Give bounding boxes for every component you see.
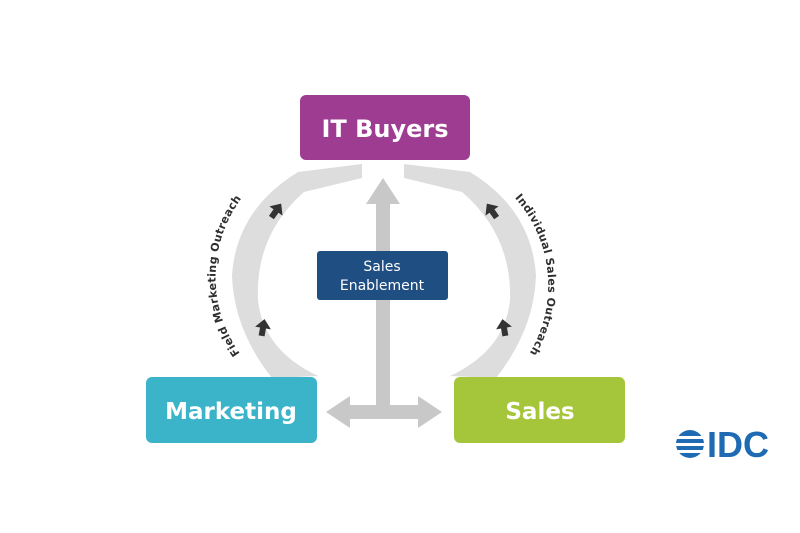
left-arrowhead [326, 396, 350, 428]
vertical-connector-shaft [376, 200, 390, 412]
left-arc-band [232, 164, 362, 378]
idc-logo-text: IDC [707, 424, 769, 465]
right-arc-arrow-upper [485, 203, 500, 220]
svg-text:Sales: Sales [363, 259, 400, 275]
svg-text:Sales: Sales [505, 399, 574, 425]
right-arc-band [404, 164, 536, 378]
horizontal-connector-shaft [346, 405, 424, 419]
right-arrowhead [418, 396, 442, 428]
svg-text:IT Buyers: IT Buyers [321, 115, 448, 143]
it-buyers-node: IT Buyers [300, 95, 470, 160]
idc-logo: IDC [674, 424, 769, 465]
svg-text:Enablement: Enablement [340, 278, 425, 294]
globe-icon [674, 430, 706, 458]
marketing-node: Marketing [146, 377, 317, 443]
svg-text:Marketing: Marketing [165, 399, 297, 425]
left-arc-arrow-lower [255, 319, 271, 337]
sales-node: Sales [454, 377, 625, 443]
up-arrowhead [366, 178, 400, 204]
left-arc-arrow-upper [268, 203, 283, 220]
right-arc-arrow-lower [496, 319, 512, 337]
sales-enablement-node: Sales Enablement [317, 251, 448, 300]
